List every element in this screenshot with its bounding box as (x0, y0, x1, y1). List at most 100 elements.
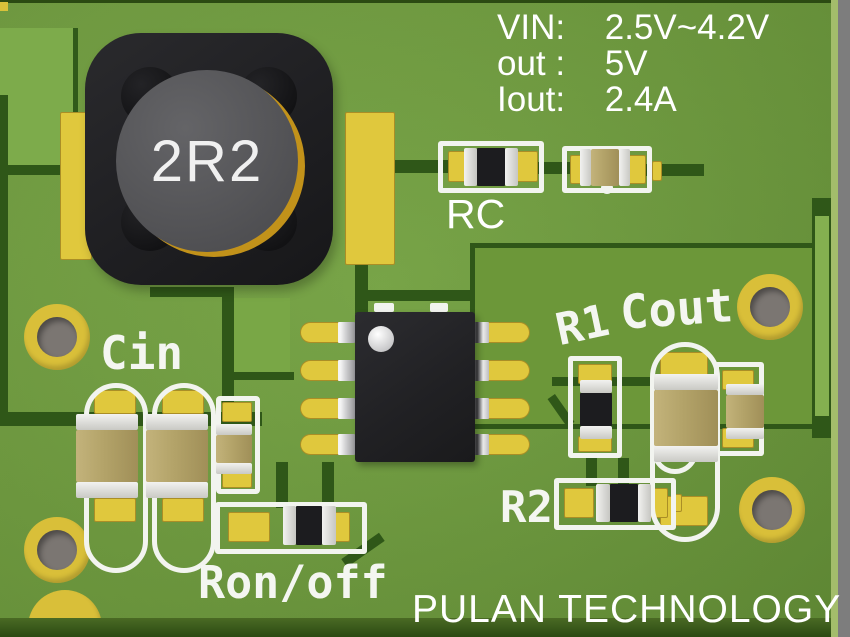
r1-resistor-end-top (580, 380, 612, 393)
mounting-hole-bore (37, 317, 77, 357)
trace-mid-vertical (222, 287, 234, 429)
rc-cap-end-left (580, 149, 591, 186)
rc-resistor-body (477, 148, 505, 186)
cin3-cap-body (216, 435, 252, 463)
ic-pin1-dot (368, 326, 394, 352)
cin3-cap-end-bottom (216, 463, 252, 474)
trace-r2-a (586, 458, 597, 486)
cout-label: Cout (618, 278, 735, 341)
trace-pad-down (355, 258, 368, 314)
copper-pour-top-left (0, 28, 78, 168)
ic-lead-l4 (338, 434, 355, 455)
ic-silkscreen-frag-a (374, 303, 394, 312)
mounting-hole-right-bottom (739, 477, 805, 543)
r2-label: R2 (500, 482, 553, 533)
cout2-cap-end-top (726, 384, 764, 395)
cin1-cap-body (76, 430, 138, 482)
mounting-hole-bore (752, 490, 792, 530)
mounting-hole-left-bottom (24, 517, 90, 583)
r2-pad-left (564, 488, 594, 518)
cin1-pad-bottom (94, 498, 136, 522)
spec-row-vin: VIN: 2.5V~4.2V (497, 10, 769, 46)
ronoff-silkscreen-outline (215, 502, 367, 554)
cin3-cap-end-top (216, 424, 252, 435)
spec-row-out: out : 5V (497, 46, 769, 82)
r2-resistor-end-right (638, 484, 651, 522)
board-edge-top (0, 0, 850, 3)
ic-silkscreen-frag-b (430, 303, 448, 312)
ronoff-label: Ron/off (198, 556, 388, 609)
ronoff-pad-left (228, 512, 270, 542)
ronoff-resistor-end-right (322, 506, 336, 545)
rc-resistor-end-right (505, 148, 518, 186)
cin1-cap-end-top (76, 414, 138, 430)
rc-label: RC (446, 191, 506, 237)
ic-lead-r4 (472, 434, 489, 455)
render-background-right (838, 0, 850, 637)
mounting-hole-left-top (24, 304, 90, 370)
ic-lead-r2 (472, 360, 489, 381)
ic-lead-r1 (472, 322, 489, 343)
r1-label: R1 (551, 295, 614, 356)
r2-resistor-end-left (596, 484, 610, 522)
rc-cap-body (591, 149, 619, 186)
spec-value-iout: 2.4A (604, 80, 677, 119)
trace-mid-horizontal (150, 287, 230, 297)
ic-chip-soic8 (355, 312, 475, 462)
board-edge-copper-right-inner (815, 216, 829, 416)
r1-resistor-body (580, 393, 612, 426)
inductor-pad-right (345, 112, 395, 265)
r1-silkscreen-outline (568, 356, 622, 458)
rc-cap-pad-nub (652, 161, 662, 181)
spec-value-vin: 2.5V~4.2V (604, 8, 770, 47)
ic-lead-r3 (472, 398, 489, 419)
trace-left-edge (0, 95, 8, 425)
spec-label-iout: Iout: (497, 80, 566, 119)
ronoff-resistor-end-left (283, 506, 296, 545)
mounting-hole-bore (37, 530, 77, 570)
ronoff-resistor-body (296, 506, 322, 545)
spec-label-out: out : (497, 44, 566, 83)
cout-cap-end-bottom (654, 446, 718, 462)
cout2-cap-end-bottom (726, 428, 764, 439)
trace-pour-border-tl (0, 165, 80, 175)
ic-lead-l3 (338, 398, 355, 419)
power-inductor: 2R2 (85, 33, 333, 285)
spec-value-out: 5V (604, 44, 648, 83)
board-edge-bottom (0, 618, 850, 637)
cin1-cap-end-bottom (76, 482, 138, 498)
board-edge-highlight-right (831, 0, 838, 637)
cout-cap-body (654, 390, 718, 446)
r1-resistor-end-bottom (580, 426, 612, 439)
ic-lead-l2 (338, 360, 355, 381)
cin3-pad-top (222, 402, 252, 422)
cout2-cap-body (726, 395, 764, 428)
r2-resistor-body (610, 484, 638, 522)
spec-label-vin: VIN: (497, 8, 566, 47)
inductor-core: 2R2 (116, 70, 298, 252)
copper-pour-mid (230, 298, 290, 372)
rc-resistor-end-left (464, 148, 477, 186)
trace-mid-border (222, 372, 294, 380)
spec-text-block: VIN: 2.5V~4.2V out : 5V Iout: 2.4A (497, 10, 769, 118)
trace-ronoff-b (322, 462, 334, 508)
brand-text: PULAN TECHNOLOGY (412, 588, 842, 631)
mounting-hole-right-top (737, 274, 803, 340)
trace-ronoff-a (276, 462, 288, 508)
cin2-pad-bottom (162, 498, 204, 522)
inductor-marking: 2R2 (150, 128, 264, 194)
spec-row-iout: Iout: 2.4A (497, 82, 769, 118)
mounting-hole-bore (750, 287, 790, 327)
r2-silkscreen-outline (554, 478, 676, 530)
ic-lead-l1 (338, 322, 355, 343)
rc-cap-end-right (619, 149, 630, 186)
trace-r2-b (618, 458, 629, 486)
cin2-cap-body (146, 430, 208, 482)
rc-silkscreen-outline (438, 141, 544, 193)
trace-to-pour (358, 290, 472, 301)
cin-label: Cin (100, 326, 184, 380)
cout-cap-end-top (654, 374, 718, 390)
cin2-cap-end-bottom (146, 482, 208, 498)
cin2-cap-end-top (146, 414, 208, 430)
